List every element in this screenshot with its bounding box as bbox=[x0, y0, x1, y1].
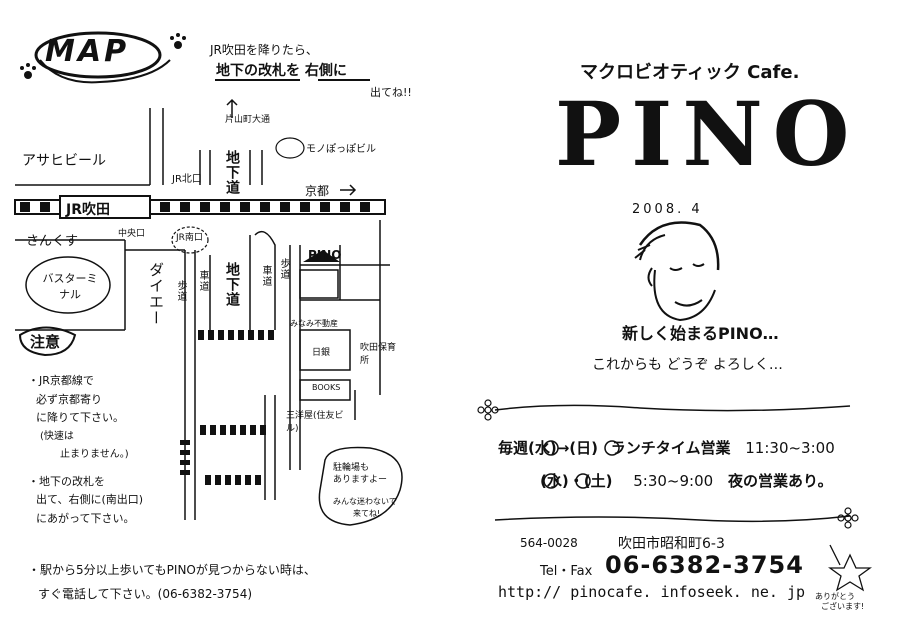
caution-3: に降りて下さい。 bbox=[36, 411, 124, 424]
label-sankusu: さんくす bbox=[26, 234, 79, 249]
hours-row-1: 毎週(水)→(日) ランチタイム営業 11:30~3:00 bbox=[498, 437, 835, 458]
caution-6: ・地下の改札を bbox=[28, 474, 105, 488]
postal-code: 564-0028 bbox=[520, 536, 578, 550]
label-asahi: アサヒビール bbox=[22, 153, 106, 169]
parking-line-3: みんな迷わないで bbox=[333, 497, 397, 506]
footer-line-1: ・駅から5分以上歩いてもPINOが見つからない時は、 bbox=[28, 563, 316, 577]
map-intro: JR吹田を降りたら、 地下の改札を 右側に 出てね!! bbox=[210, 40, 412, 103]
label-hodo-left: 歩道 bbox=[175, 280, 186, 302]
tel-label: Tel・Fax bbox=[540, 564, 593, 579]
hours1-days: 毎週(水)→(日) bbox=[498, 439, 598, 457]
map-title: MAP bbox=[45, 34, 130, 69]
address: 吹田市昭和町6-3 bbox=[618, 536, 725, 552]
website-url: http:// pinocafe. infoseek. ne. jp bbox=[498, 583, 806, 601]
label-daiei: ダイエー bbox=[147, 262, 165, 326]
parking-bubble: 駐輪場も ありますよー みんな迷わないで 来てね! bbox=[333, 462, 397, 520]
cafe-subtitle: マクロビオティック Cafe. bbox=[580, 62, 800, 83]
cafe-logo: PINO bbox=[555, 82, 860, 186]
label-books: BOOKS bbox=[312, 383, 341, 392]
thanks-line-1: ありがとう bbox=[815, 592, 855, 601]
label-kyoto: 京都 bbox=[305, 184, 330, 198]
greeting-2: これからも どうぞ よろしく… bbox=[592, 357, 783, 373]
caution-list: ・JR京都線で 必ず京都寄り に降りて下さい。 (快速は 止まりません。) ・地… bbox=[28, 372, 143, 528]
caution-7: 出て、右側に(南出口) bbox=[36, 493, 144, 506]
label-pino: PINO bbox=[308, 248, 342, 262]
caution-1: ・JR京都線で bbox=[28, 374, 94, 387]
face-illustration bbox=[634, 221, 720, 322]
label-shiriya: 三洋屋(住友ビル) bbox=[286, 411, 344, 434]
intro-line-3: 出てね!! bbox=[370, 86, 412, 99]
intro-line-2: 地下の改札を 右側に bbox=[216, 63, 347, 79]
tel-number: 06-6382-3754 bbox=[605, 551, 804, 579]
paw-icon bbox=[20, 33, 186, 79]
bus-terminal: バスターミナル bbox=[42, 272, 98, 301]
greeting-1: 新しく始まるPINO… bbox=[622, 324, 779, 343]
parking-line-4: 来てね! bbox=[353, 509, 381, 518]
label-katayama: 片山町大通 bbox=[225, 115, 271, 125]
label-fudosan: みなみ不動産 bbox=[290, 319, 338, 328]
label-hodo-right: 歩道 bbox=[278, 258, 289, 280]
parking-line-1: 駐輪場も bbox=[333, 463, 370, 473]
flower-icon bbox=[477, 399, 859, 529]
caution-title: 注意 bbox=[30, 333, 61, 351]
label-jr-suita: JR吹田 bbox=[66, 202, 110, 218]
parking-line-2: ありますよー bbox=[333, 475, 388, 485]
thanks-note: ありがとう ございます! bbox=[815, 592, 864, 612]
hours2-days: (水)・(土) bbox=[540, 472, 613, 490]
label-naka-exit: 中央口 bbox=[118, 229, 146, 239]
caution-4: (快速は bbox=[40, 430, 74, 442]
label-chikado-mid: 地下道 bbox=[224, 262, 240, 307]
hours2-time: 5:30~9:00 bbox=[633, 472, 714, 490]
star-character-icon bbox=[828, 544, 872, 592]
hours-row-2: (水)・(土) 5:30~9:00 夜の営業あり。 bbox=[540, 470, 833, 491]
map-footer: ・駅から5分以上歩いてもPINOが見つからない時は、 すぐ電話して下さい。(06… bbox=[28, 558, 316, 606]
hours1-label: ランチタイム営業 bbox=[610, 439, 731, 457]
caution-8: にあがって下さい。 bbox=[36, 511, 135, 525]
label-shado-right: 車道 bbox=[260, 265, 271, 287]
caution-5: 止まりません。) bbox=[60, 449, 129, 460]
label-chikado-top: 地下道 bbox=[224, 150, 240, 195]
caution-2: 必ず京都寄り bbox=[36, 392, 102, 406]
label-shado: 車道 bbox=[197, 270, 208, 292]
footer-line-2: すぐ電話して下さい。(06-6382-3754) bbox=[38, 587, 253, 601]
label-hoikusho: 吹田保育所 bbox=[360, 343, 397, 366]
label-jr-south: JR南口 bbox=[176, 233, 203, 243]
intro-line-1: JR吹田を降りたら、 bbox=[210, 43, 318, 57]
date: 2008. 4 bbox=[632, 202, 703, 217]
hours2-label: 夜の営業あり。 bbox=[727, 472, 833, 490]
label-mono-building: モノぽっぽビル bbox=[306, 144, 376, 155]
label-nichigin: 日銀 bbox=[312, 348, 331, 358]
label-jr-north: JR北口 bbox=[172, 174, 202, 185]
thanks-line-2: ございます! bbox=[821, 602, 865, 611]
hours1-time: 11:30~3:00 bbox=[745, 439, 835, 457]
